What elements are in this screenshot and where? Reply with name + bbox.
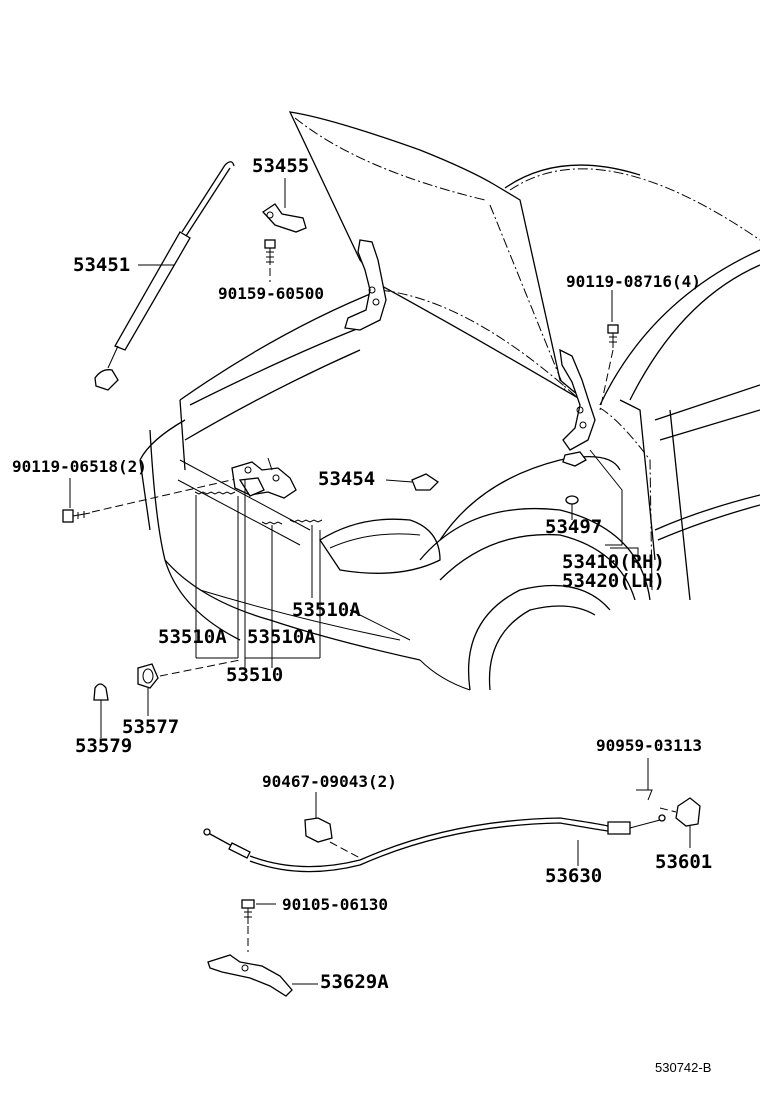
hood-support-rod xyxy=(94,161,235,391)
label-53410-rh: 53410(RH) xyxy=(562,551,665,573)
label-90467-09043: 90467-09043(2) xyxy=(262,772,397,791)
bolt-90119-06518 xyxy=(62,477,241,523)
bolt-90105 xyxy=(241,899,276,952)
label-53579: 53579 xyxy=(75,735,132,757)
label-53630: 53630 xyxy=(545,865,602,887)
hood-stay-bracket xyxy=(262,203,307,233)
hood-hinge-left xyxy=(344,239,387,331)
label-53510a-left: 53510A xyxy=(158,626,227,648)
part-number-labels: 53455 53451 90159-60500 90119-08716(4) 9… xyxy=(12,155,712,1075)
label-53601: 53601 xyxy=(655,851,712,873)
label-90119-08716: 90119-08716(4) xyxy=(566,272,701,291)
release-handle-53601 xyxy=(636,758,701,848)
hood-hinge-right xyxy=(559,348,596,467)
bolt-90159 xyxy=(264,239,276,282)
bumper-53577 xyxy=(137,663,159,716)
label-53510a-right: 53510A xyxy=(292,599,361,621)
label-53510: 53510 xyxy=(226,664,283,686)
car-body-outline xyxy=(139,111,760,691)
release-cable xyxy=(203,814,666,873)
leader-lines xyxy=(69,178,639,568)
label-53451: 53451 xyxy=(73,254,130,276)
label-53497: 53497 xyxy=(545,516,602,538)
label-53420-lh: 53420(LH) xyxy=(562,570,665,592)
lock-bracket-lines xyxy=(159,480,321,677)
label-90159-60500: 90159-60500 xyxy=(218,284,324,303)
label-53455: 53455 xyxy=(252,155,309,177)
bolt-90119-08716 xyxy=(599,324,619,411)
label-90959-03113: 90959-03113 xyxy=(596,736,702,755)
cushion-53579 xyxy=(93,683,109,738)
hood-lock-assembly xyxy=(194,457,323,525)
clip-53454 xyxy=(411,473,440,491)
label-90119-06518: 90119-06518(2) xyxy=(12,457,147,476)
clip-90467 xyxy=(304,792,361,859)
diagram-reference-code: 530742-B xyxy=(655,1060,711,1075)
label-90105-06130: 90105-06130 xyxy=(282,895,388,914)
label-53454: 53454 xyxy=(318,468,375,490)
label-53510a-center: 53510A xyxy=(247,626,316,648)
label-53629a: 53629A xyxy=(320,971,389,993)
grommet-53497 xyxy=(565,495,579,505)
label-53577: 53577 xyxy=(122,716,179,738)
bracket-53629a xyxy=(207,954,318,997)
